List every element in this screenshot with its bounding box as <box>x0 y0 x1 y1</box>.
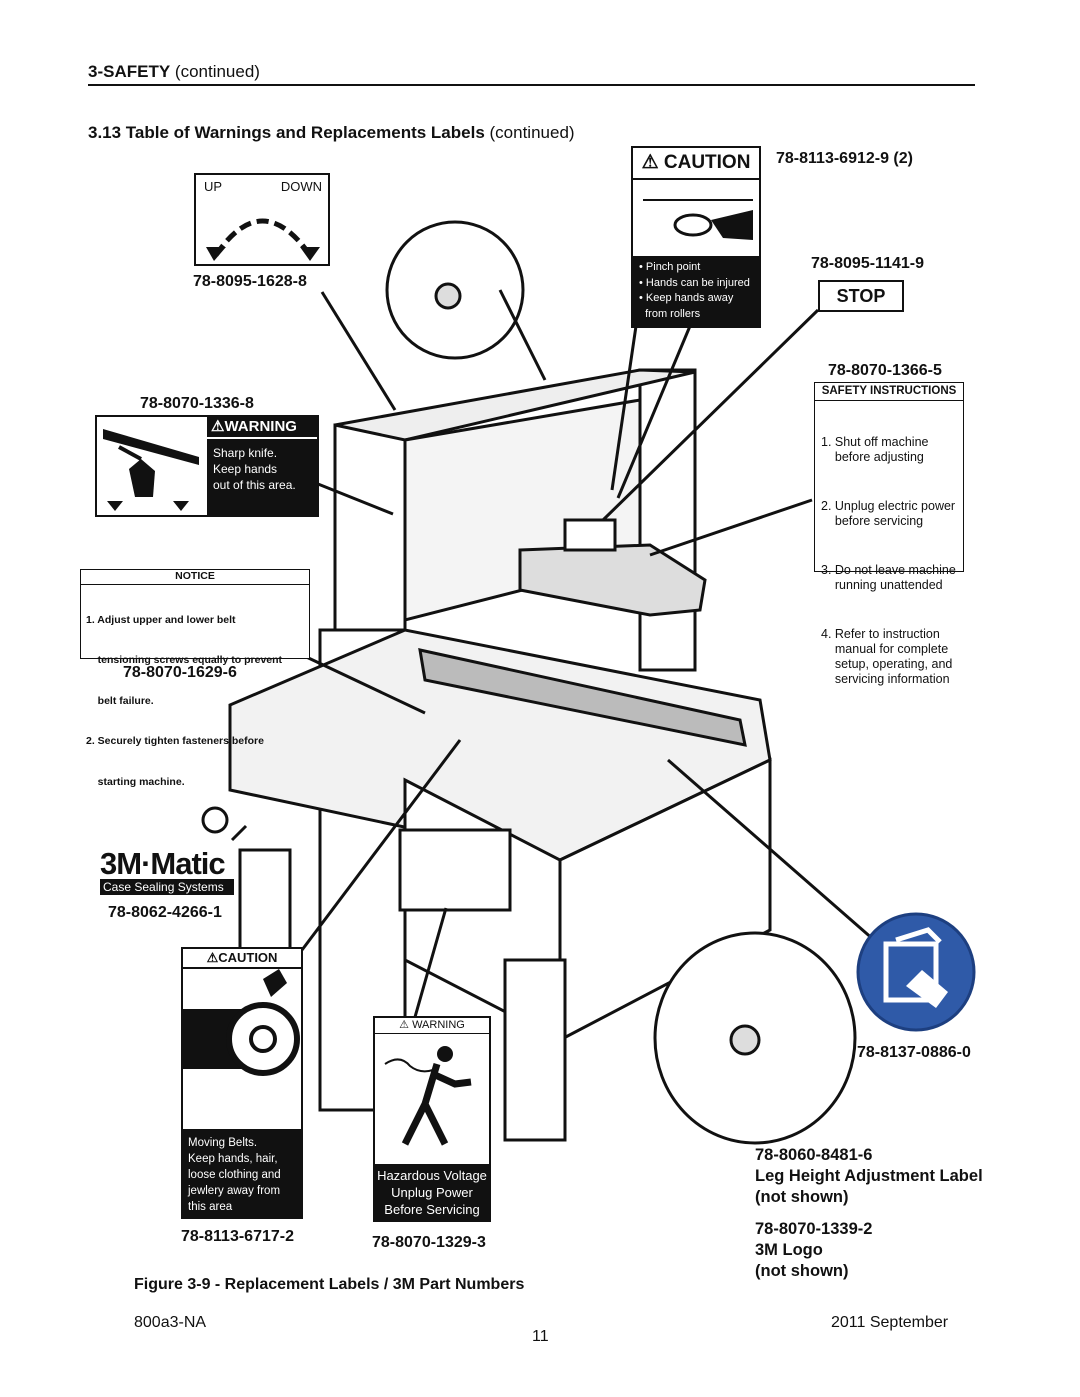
safety-item-2: 2. Unplug electric power before servicin… <box>821 499 956 528</box>
not-shown-leg-height: 78-8060-8481-6 Leg Height Adjustment Lab… <box>755 1146 983 1206</box>
warning-knife-label: ⚠WARNING Sharp knife. Keep hands out of … <box>95 415 319 517</box>
section-title: 3.13 Table of Warnings and Replacements … <box>88 123 575 142</box>
part-number-logo: 78-8062-4266-1 <box>108 904 222 921</box>
part-number-notice: 78-8070-1629-6 <box>123 664 237 681</box>
warning-voltage-label: ⚠ WARNING Hazardous Voltage Unplug Power… <box>373 1016 491 1222</box>
safety-item-4: 4. Refer to instruction manual for compl… <box>821 627 953 686</box>
notice-label: NOTICE 1. Adjust upper and lower belt te… <box>80 569 310 788</box>
part-number-caution-belts: 78-8113-6717-2 <box>181 1228 294 1245</box>
caution-belts-label: ⚠CAUTION Moving Belts. Keep hands, hair,… <box>181 947 303 1219</box>
warning-knife-panel: ⚠WARNING Sharp knife. Keep hands out of … <box>207 417 317 515</box>
stop-label: STOP <box>818 280 904 312</box>
caution-pinch-heading: ⚠ CAUTION <box>633 148 759 180</box>
updown-label: UP DOWN <box>194 173 330 266</box>
electric-shock-icon <box>384 1046 472 1146</box>
footer-page-number: 11 <box>532 1328 549 1345</box>
part-number-warning-voltage: 78-8070-1329-3 <box>372 1234 486 1251</box>
warning-knife-heading: WARNING <box>224 418 297 435</box>
footer-doc-id: 800a3-NA <box>134 1314 207 1331</box>
safety-item-3: 3. Do not leave machine running unattend… <box>821 563 956 592</box>
notice-heading: NOTICE <box>81 570 309 585</box>
up-text: UP <box>204 179 223 194</box>
arrow-down-icons <box>107 501 189 511</box>
up-down-arrow-icon <box>206 218 320 261</box>
part-number-manual-sign: 78-8137-0886-0 <box>857 1044 971 1061</box>
read-manual-sign-icon <box>856 912 976 1032</box>
running-header: 3-SAFETY (continued) <box>88 62 260 81</box>
footer-date: 2011 September <box>831 1314 949 1331</box>
not-shown-3m-logo: 78-8070-1339-2 3M Logo (not shown) <box>755 1220 873 1280</box>
header-rule <box>88 84 975 86</box>
caution-pinch-label: ⚠ CAUTION • Pinch point • Hands can be i… <box>631 146 761 328</box>
part-number-updown: 78-8095-1628-8 <box>193 273 307 290</box>
caution-belts-body: Moving Belts. Keep hands, hair, loose cl… <box>183 1129 301 1219</box>
knife-hand-icon <box>103 429 199 497</box>
pinch-point-icon <box>633 180 759 256</box>
part-number-warning-knife: 78-8070-1336-8 <box>140 395 254 412</box>
part-number-safety-instructions: 78-8070-1366-5 <box>828 362 942 379</box>
warning-voltage-body: Hazardous Voltage Unplug Power Before Se… <box>375 1164 489 1222</box>
down-text: DOWN <box>280 179 322 194</box>
moving-belt-icon <box>183 969 300 1076</box>
caution-belts-heading: ⚠CAUTION <box>183 949 301 969</box>
safety-instructions-heading: SAFETY INSTRUCTIONS <box>815 383 963 401</box>
safety-item-1: 1. Shut off machine before adjusting <box>821 435 929 464</box>
caution-pinch-body: • Pinch point • Hands can be injured • K… <box>633 256 759 328</box>
part-number-caution-pinch: 78-8113-6912-9 (2) <box>776 150 913 167</box>
3m-matic-logo: 3M·Matic Case Sealing Systems <box>100 848 234 896</box>
safety-instructions-label: SAFETY INSTRUCTIONS 1. Shut off machine … <box>814 382 964 686</box>
logo-sub: Case Sealing Systems <box>100 879 234 895</box>
warning-voltage-heading: ⚠ WARNING <box>375 1018 489 1034</box>
logo-brand: 3M·Matic <box>100 846 226 881</box>
part-number-stop: 78-8095-1141-9 <box>811 255 924 272</box>
figure-caption: Figure 3-9 - Replacement Labels / 3M Par… <box>134 1276 525 1293</box>
